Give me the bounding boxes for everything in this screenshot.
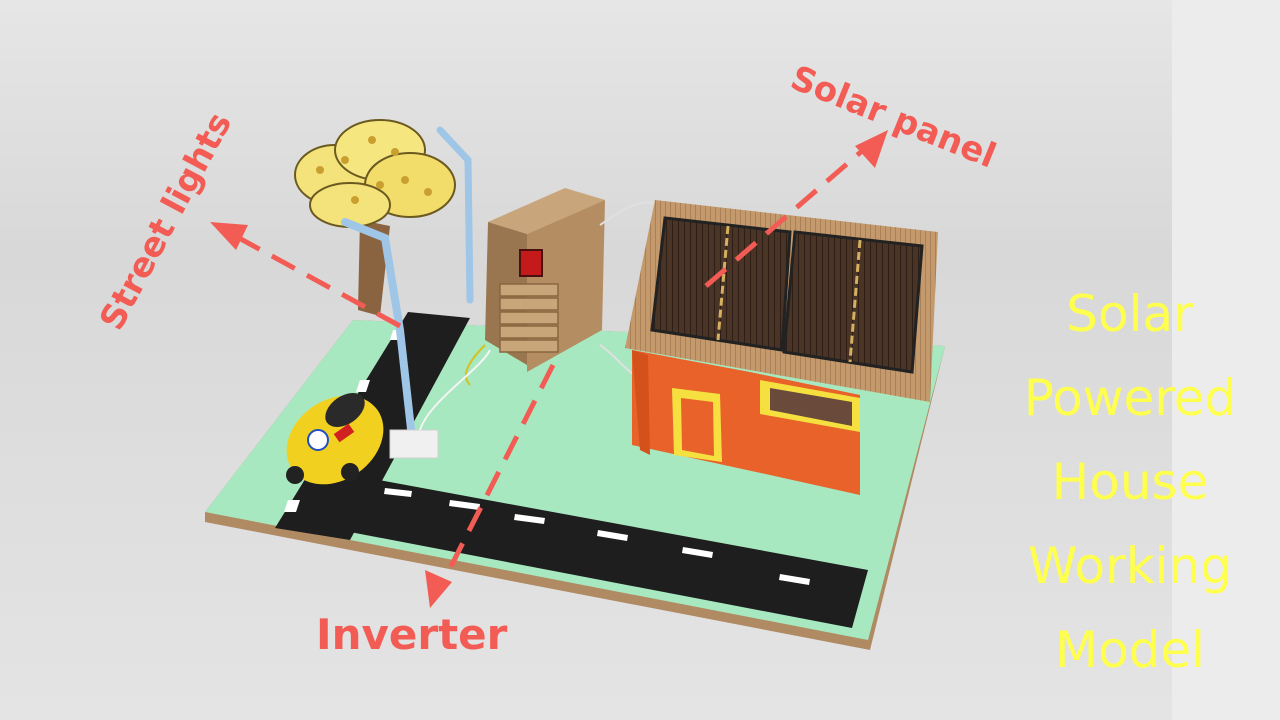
- street-light: [341, 126, 474, 459]
- solar-panel-left: [650, 216, 792, 352]
- inverter-box: [485, 188, 605, 372]
- title-line: Solar: [1066, 285, 1194, 343]
- title-block: Solar Powered House Working Model: [985, 272, 1275, 692]
- road-horizontal-dashes: [384, 488, 810, 585]
- house: [625, 200, 938, 495]
- power-switch: [519, 249, 543, 277]
- title-line: Model: [1054, 621, 1206, 679]
- arrow-inverter: [425, 363, 556, 608]
- paper-tree: [294, 119, 456, 316]
- title-line: House: [1051, 453, 1209, 511]
- arrow-solar-panel: [704, 130, 888, 288]
- inverter-label: Inverter: [316, 610, 508, 659]
- title-line: Working: [1028, 537, 1232, 595]
- right-edge-strip: [1172, 0, 1280, 720]
- toy-car: [286, 392, 384, 485]
- title-line: Powered: [1023, 369, 1237, 427]
- solar-panel-right: [782, 230, 924, 374]
- arrow-street-lights: [210, 222, 402, 329]
